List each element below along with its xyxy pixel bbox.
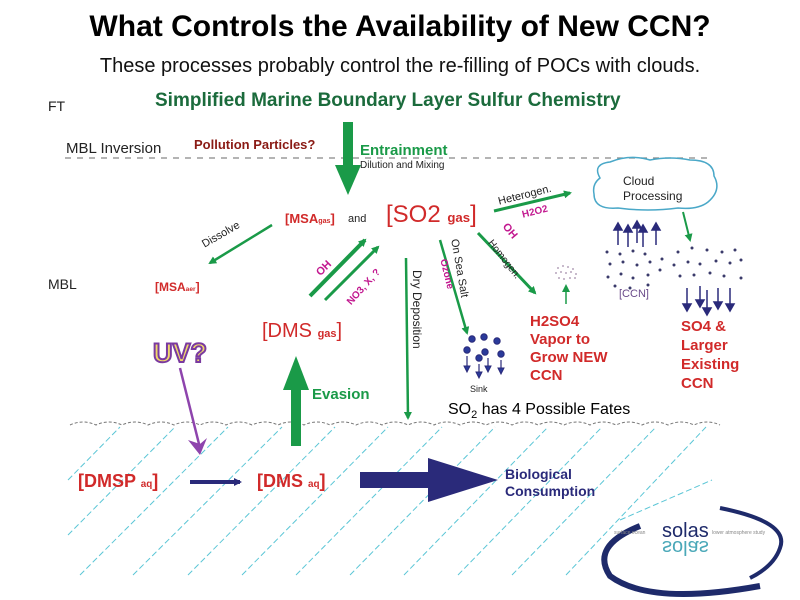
entrainment-label: Entrainment [360,142,448,159]
species-msa-gas: [MSAgas] [285,211,335,226]
diagram-heading: Simplified Marine Boundary Layer Sulfur … [155,90,621,111]
species-dms-gas: [DMS gas] [262,320,343,342]
h2so4-label: H2SO4 Vapor to Grow NEW CCN [530,313,608,384]
dry-deposition-arrow [403,257,412,420]
fates-caption: SO2 has 4 Possible Fates [448,401,631,422]
dissolve-arrow [208,223,273,265]
slide-subtitle: These processes probably control the re-… [99,55,701,77]
so4-label: SO4 & Larger Existing CCN [681,318,740,392]
heterogen-arrow [493,190,572,213]
uv-label: UV? [152,337,208,369]
biological-consumption-label: Biological Consumption [505,466,596,499]
uv-arrow [178,367,202,449]
cloud-out-arrow [682,211,693,242]
entrainment-sublabel: Dilution and Mixing [360,160,445,171]
sink-particles [463,333,505,380]
dry-deposition-label: Dry Deposition [410,270,424,349]
cloud-processing-label: Cloud Processing [623,174,683,203]
solas-logo-mark [601,506,784,597]
sink-label: Sink [470,384,488,394]
no3-arrow [323,245,380,302]
entrainment-arrow [335,122,361,195]
and-label: and [348,213,367,225]
solas-logo-text: solas [662,520,709,542]
ocean-hatching [67,426,713,576]
ccn-label: [CCN] [619,288,649,300]
evasion-label: Evasion [312,386,370,403]
solas-logo-left: surface ocean [614,530,646,536]
cloud-shape [592,156,718,211]
species-msa-aer: [MSAaer] [155,280,200,294]
homogen-arrow [476,231,537,295]
solas-logo-reflection: solas [662,536,709,558]
zone-label-mbl: MBL [48,276,77,292]
biological-arrow [360,458,498,502]
sea-surface [69,421,721,426]
zone-label-inversion: MBL Inversion [66,140,162,157]
slide-title: What Controls the Availability of New CC… [89,10,711,43]
zone-label-ft: FT [48,98,66,114]
evasion-arrow [283,356,309,446]
sea-salt-arrow [438,239,470,335]
pollution-label: Pollution Particles? [194,137,316,152]
species-dms-aq: [DMS aq] [257,471,326,491]
ccn-up-arrows [612,219,662,247]
solas-logo-right: lower atmosphere study [712,530,766,536]
nucleation-particles [555,265,577,280]
ccn-particles [605,246,743,290]
species-dmsp-aq: [DMSP aq] [78,471,159,491]
so4-down-arrows [681,286,736,317]
oh-arrow [308,238,367,298]
species-so2-gas: [SO2 gas] [386,201,477,228]
uv-arrowhead [188,438,207,455]
